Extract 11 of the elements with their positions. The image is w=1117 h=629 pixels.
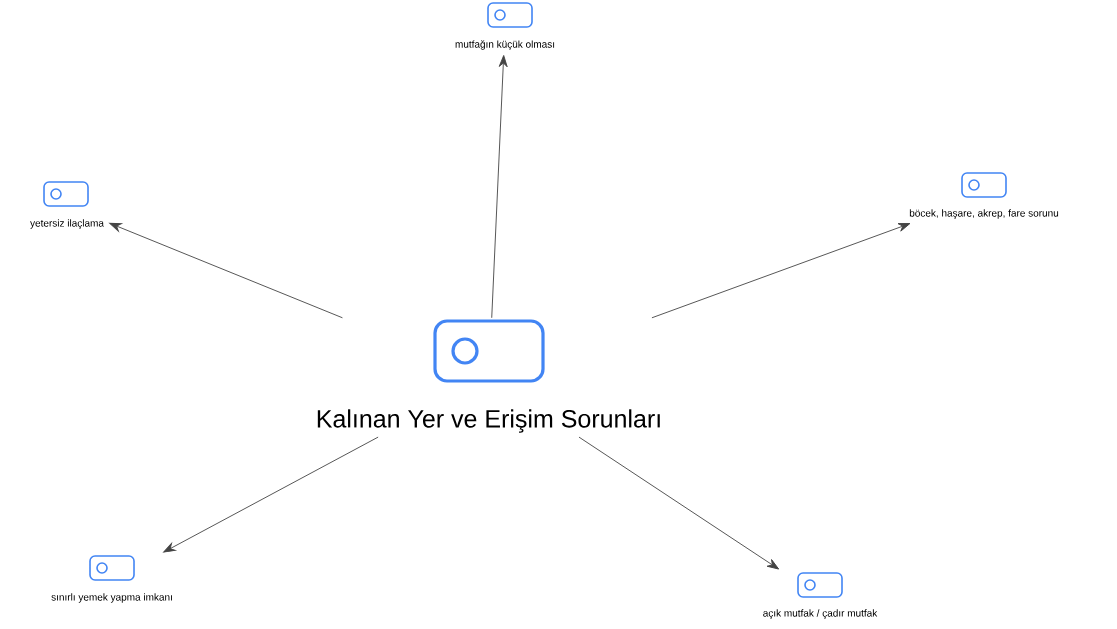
arrow (578, 436, 780, 570)
node-label: açık mutfak / çadır mutfak (763, 609, 878, 619)
node-label: böcek, haşare, akrep, fare sorunu (909, 209, 1059, 219)
node-label: yetersiz ilaçlama (30, 219, 104, 229)
arrow (491, 55, 508, 319)
arrow (163, 436, 379, 553)
arrow (109, 222, 343, 319)
node-label: sınırlı yemek yapma imkanı (51, 593, 172, 603)
arrow (651, 223, 911, 319)
node-label: Kalınan Yer ve Erişim Sorunları (317, 409, 660, 433)
node-label: mutfağın küçük olması (455, 40, 555, 50)
